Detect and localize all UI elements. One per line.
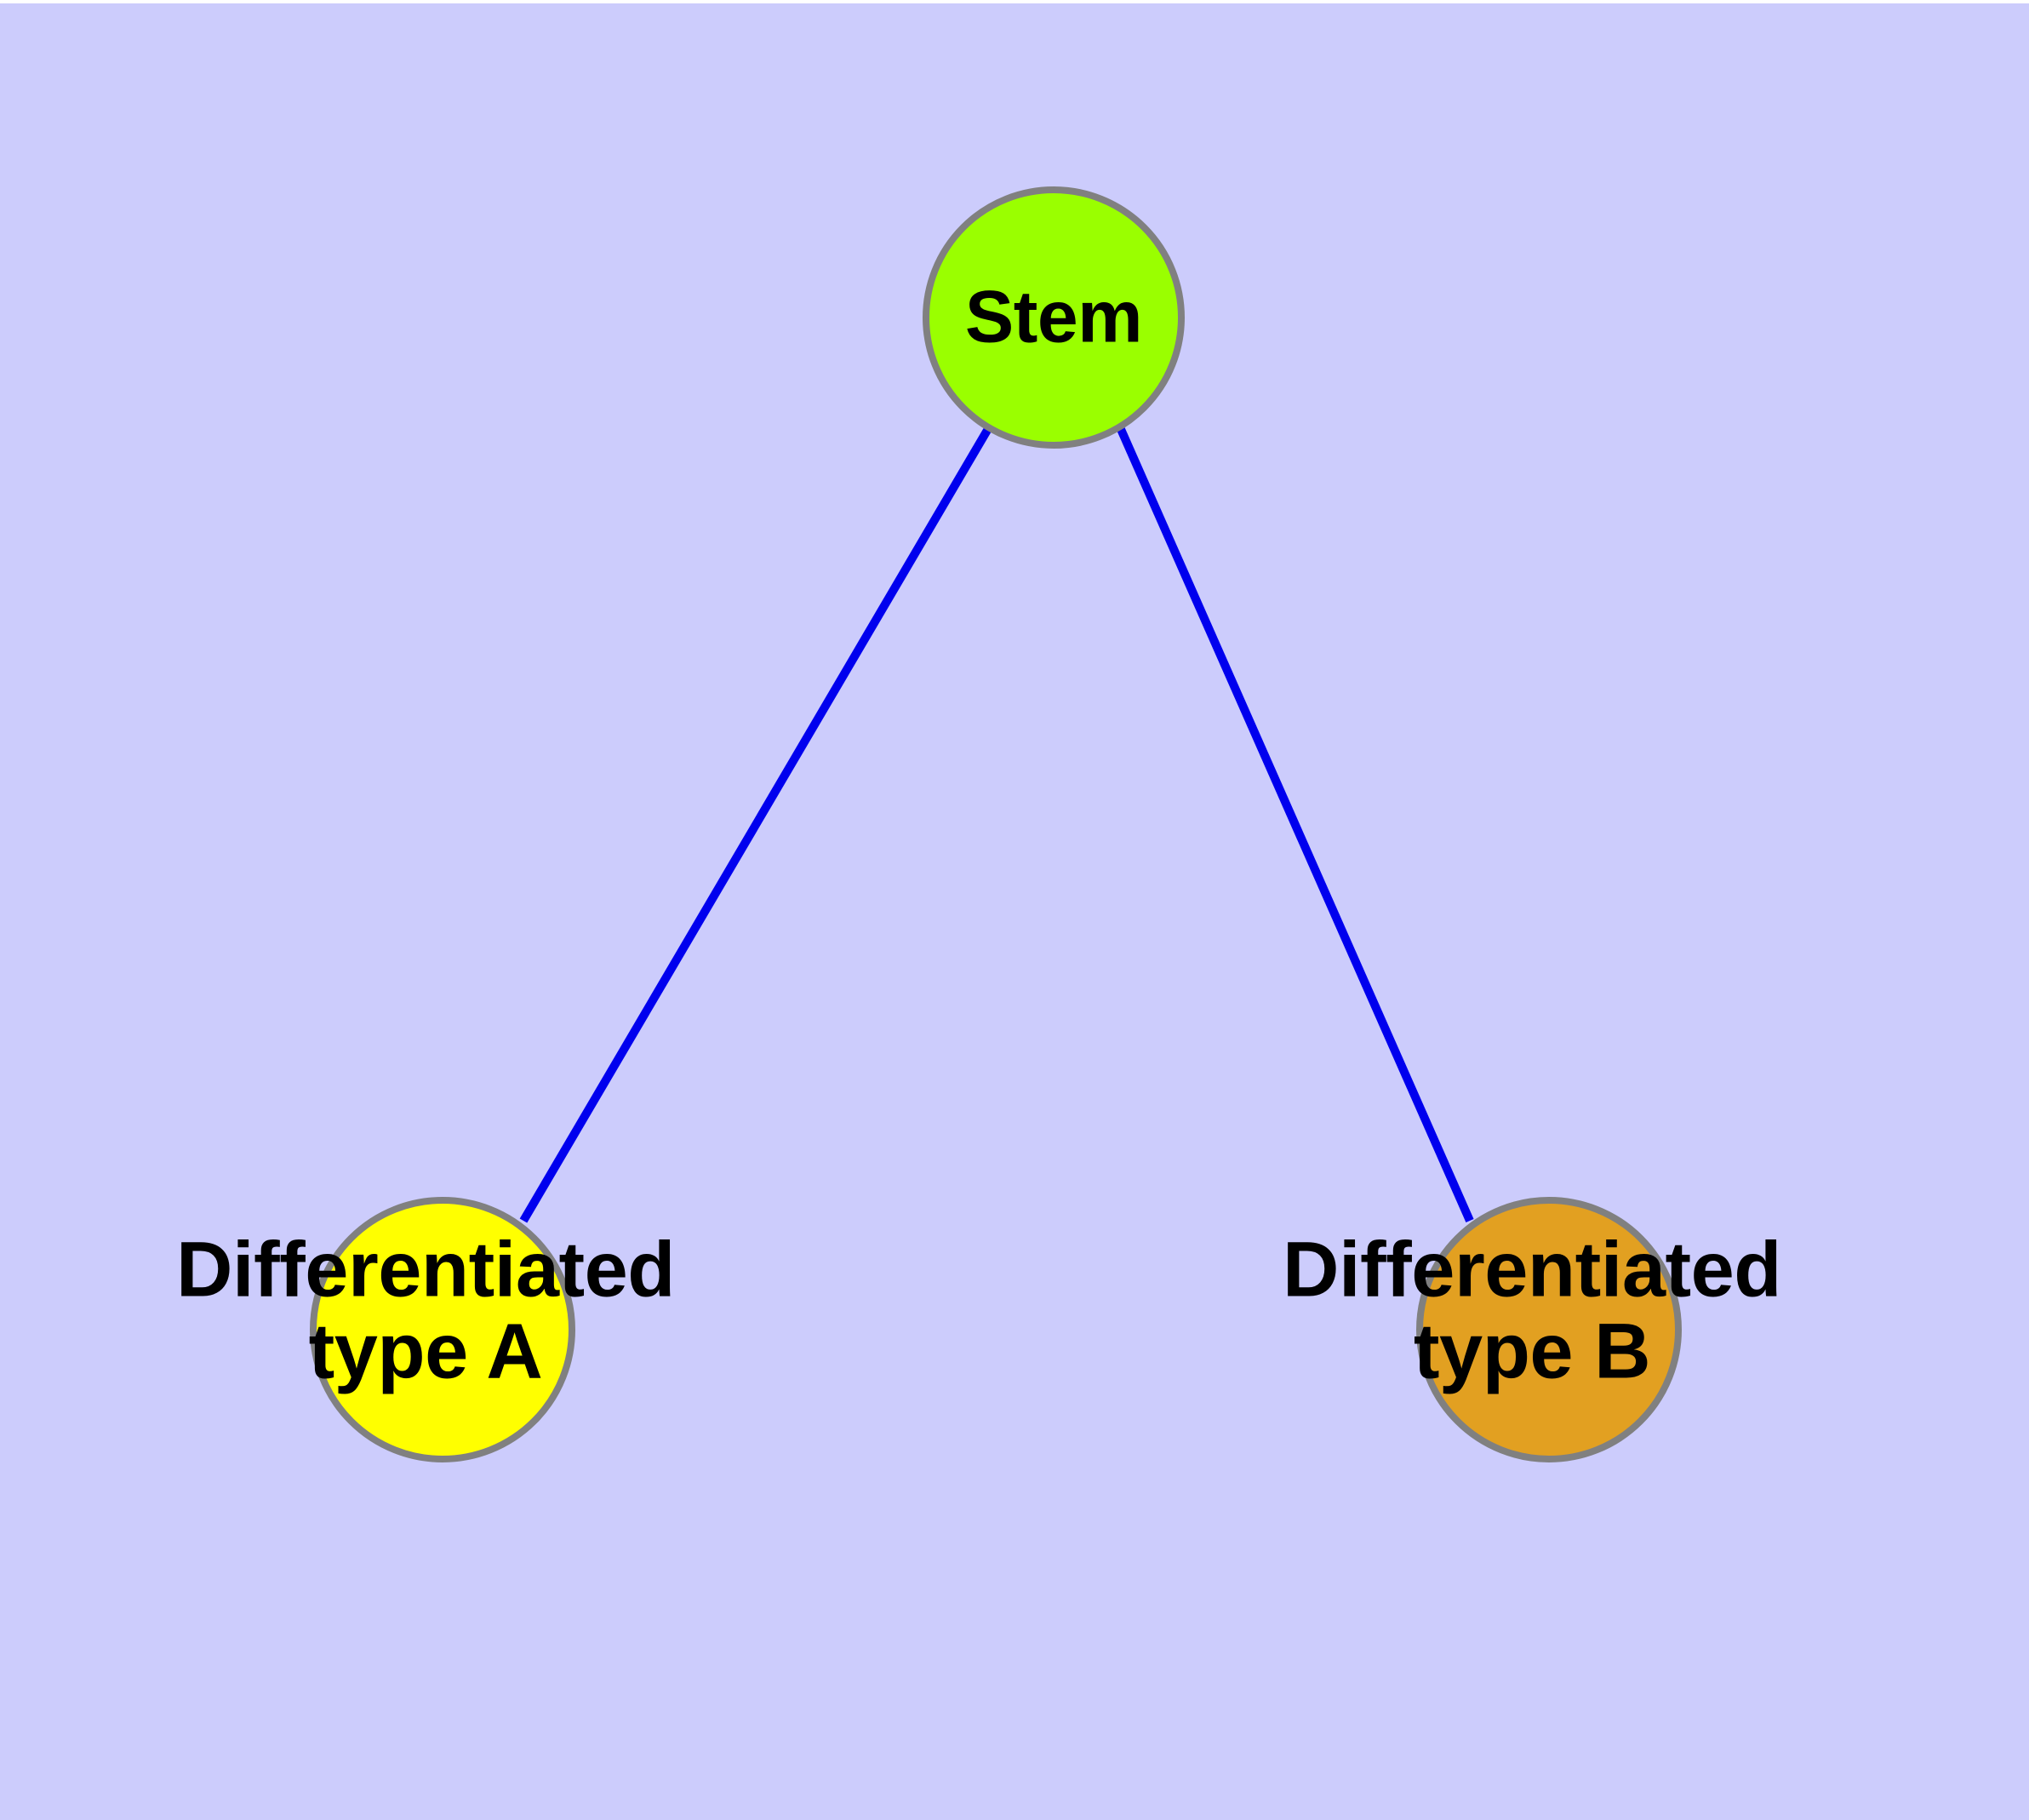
nodes-layer [310,186,1682,1462]
graph-edge-stem-diff_a[interactable] [519,425,993,1223]
graph-node-diff_b[interactable] [1416,1197,1682,1462]
graph-node-diff_a[interactable] [310,1197,575,1462]
graph-edge-stem-diff_b[interactable] [1116,425,1474,1223]
edges-layer [519,425,1474,1223]
graph-node-stem[interactable] [923,186,1185,449]
